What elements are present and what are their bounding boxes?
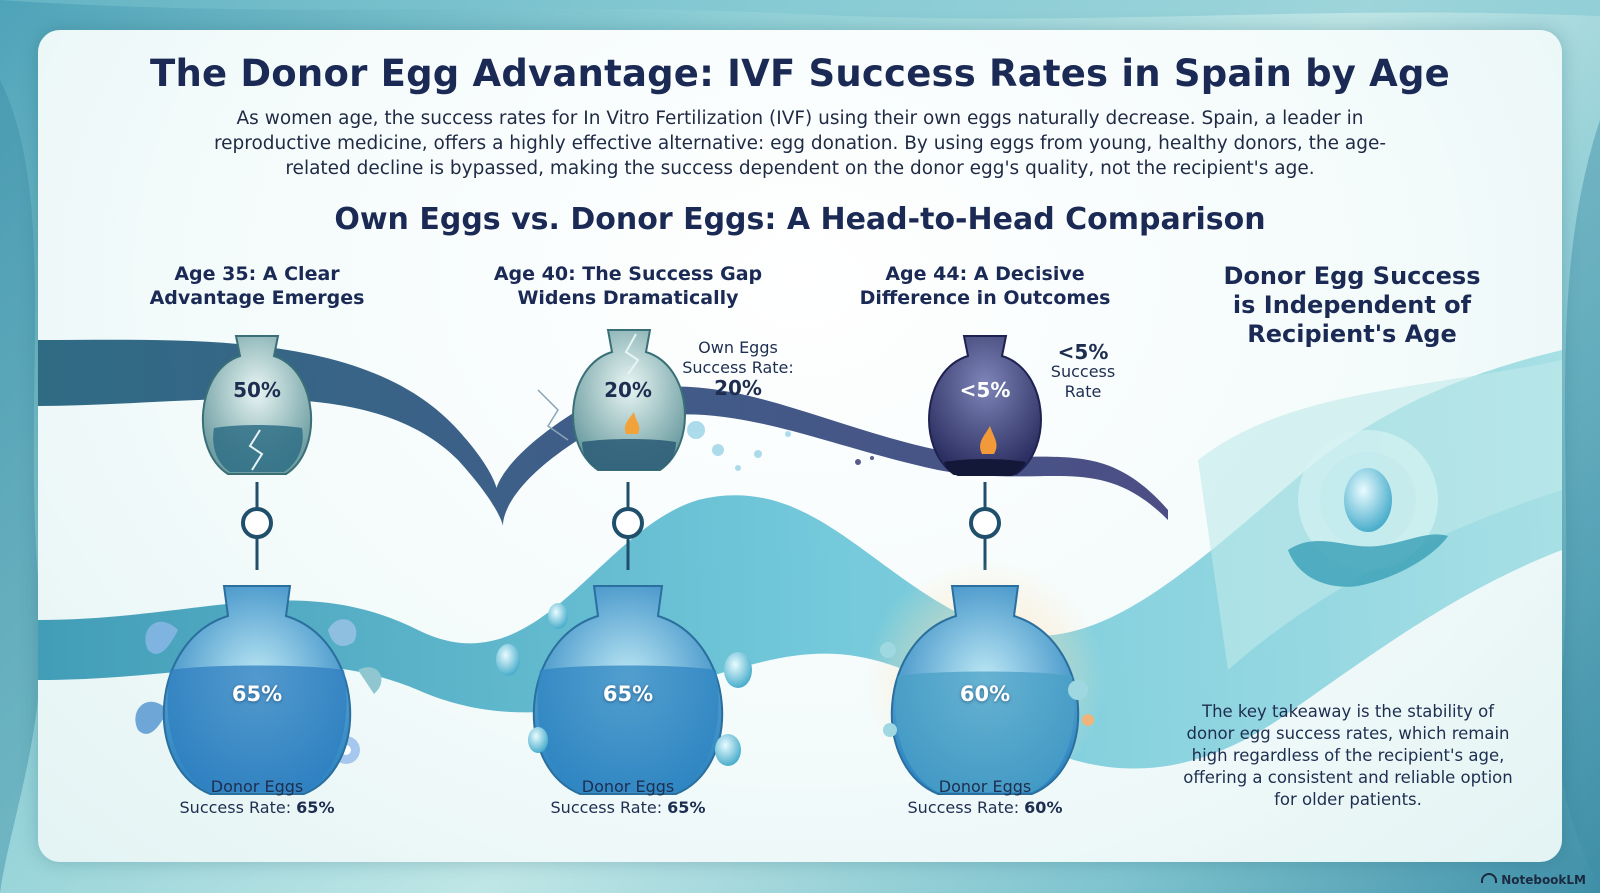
key-takeaway: The key takeaway is the stability of don… <box>1183 701 1513 809</box>
donor-caption-44: Donor Eggs Success Rate: 60% <box>907 777 1063 817</box>
donor-eggs-jar-44 <box>880 585 1094 795</box>
own-eggs-value-35: 50% <box>233 378 281 402</box>
own-eggs-value-44: <5% <box>959 378 1011 402</box>
page-title: The Donor Egg Advantage: IVF Success Rat… <box>150 52 1450 95</box>
flow-graphic <box>38 329 1562 800</box>
own-eggs-jar-35 <box>201 335 313 475</box>
brand-watermark: NotebookLM <box>1481 873 1586 887</box>
comparison-subtitle: Own Eggs vs. Donor Eggs: A Head-to-Head … <box>334 202 1266 237</box>
hand-holding-egg-illustration <box>1288 430 1448 587</box>
own-eggs-ribbon <box>38 339 1168 527</box>
main-panel: The Donor Egg Advantage: IVF Success Rat… <box>38 30 1562 862</box>
donor-eggs-jar-35 <box>162 585 352 795</box>
donor-caption-35: Donor Eggs Success Rate: 65% <box>179 777 335 817</box>
timeline-connector-44 <box>969 482 1001 570</box>
donor-eggs-value-35: 65% <box>231 682 283 706</box>
donor-eggs-jar-40 <box>496 585 752 795</box>
donor-eggs-value-40: 65% <box>602 682 654 706</box>
own-eggs-jar-40 <box>537 329 686 471</box>
timeline-connector-35 <box>241 482 273 570</box>
bubbles <box>687 421 874 471</box>
donor-eggs-ribbon <box>38 350 1562 769</box>
notebooklm-icon <box>1481 873 1498 883</box>
own-eggs-value-40: 20% <box>604 378 652 402</box>
donor-caption-40: Donor Eggs Success Rate: 65% <box>550 777 706 817</box>
timeline-connector-40 <box>612 482 644 570</box>
donor-eggs-value-44: 60% <box>959 682 1011 706</box>
intro-paragraph: As women age, the success rates for In V… <box>213 108 1387 179</box>
own-eggs-note-40: Own Eggs Success Rate: 20% <box>682 338 794 400</box>
own-eggs-note-44: <5% Success Rate <box>1050 340 1116 401</box>
own-eggs-jar-44 <box>928 335 1042 476</box>
